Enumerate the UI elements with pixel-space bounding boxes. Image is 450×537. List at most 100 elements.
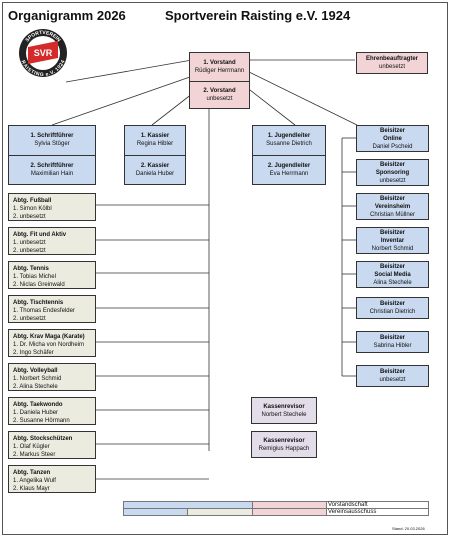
kassenrevisor-title: Kassenrevisor: [263, 403, 305, 410]
schrift-2-title: 2. Schriftführer: [30, 162, 74, 169]
beisitzer-title: Beisitzer: [379, 229, 405, 236]
schrift-1-name: Sylvia Stöger: [34, 141, 70, 148]
abtg-title: Abtg. Tischtennis: [13, 300, 64, 306]
kassier-box: 1. Kassier Regina Hibler 2. Kassier Dani…: [124, 125, 186, 185]
schrift-2-name: Maximilian Hain: [30, 170, 74, 177]
beisitzer-8: Beisitzer unbesetzt: [356, 365, 429, 387]
abtg-leader-1: 1. Dr. Micha von Nordheim: [13, 342, 85, 348]
jugend-1-name: Susanne Dietrich: [266, 141, 312, 148]
abtg-title: Abtg. Volleyball: [13, 368, 58, 374]
jugendleiter-1: 1. Jugendleiter Susanne Dietrich: [266, 126, 312, 155]
beisitzer-sub: Vereinsheim: [374, 203, 411, 210]
schriftfuehrer-2: 2. Schriftführer Maximilian Hain: [9, 154, 95, 184]
abtg-title: Abtg. Fit und Aktiv: [13, 232, 67, 238]
line-logo-vorstand: [65, 59, 193, 83]
abtg-leader-1: 1. Angelika Wulf: [13, 478, 56, 484]
beisitzer-name: Christian Müllner: [369, 211, 415, 218]
club-logo: SVR SPORTVEREIN RAISTING e.V. 1924: [19, 29, 67, 78]
beisitzer-name: Alina Stechele: [373, 279, 412, 286]
abtg-leader-1: 1. Daniela Huber: [13, 410, 59, 416]
beisitzer-sub: Inventar: [380, 237, 405, 244]
beisitzer-sub: Sponsoring: [375, 169, 410, 176]
abtg-leader-1: 1. Tobias Michel: [13, 274, 56, 280]
vorstand-1: 1. Vorstand Rüdiger Herrmann: [195, 53, 244, 81]
beisitzer-vereinsheim: Beisitzer Vereinsheim Christian Müllner: [356, 193, 429, 220]
beisitzer-name: Norbert Schmid: [371, 245, 414, 252]
logo-center-text: SVR: [34, 48, 53, 58]
abtg-title: Abtg. Fußball: [13, 198, 52, 204]
abteilung-stockschuetzen: Abtg. Stockschützen 1. Olaf Kügler 2. Ma…: [8, 431, 96, 459]
beisitzer-name: unbesetzt: [379, 377, 406, 383]
schrift-1-title: 1. Schriftführer: [30, 133, 74, 140]
jugendleiter-2: 2. Jugendleiter Eva Herrmann: [253, 154, 325, 184]
abtg-leader-2: 2. Susanne Hörmann: [13, 418, 70, 424]
beisitzer-7: Beisitzer Sabrina Hibler: [356, 331, 429, 353]
beisitzer-title: Beisitzer: [379, 127, 405, 134]
vorstand-box: 1. Vorstand Rüdiger Herrmann 2. Vorstand…: [189, 52, 250, 109]
beisitzer-title: Beisitzer: [379, 335, 405, 341]
abteilung-taekwondo: Abtg. Taekwondo 1. Daniela Huber 2. Susa…: [8, 397, 96, 425]
beisitzer-title: Beisitzer: [379, 301, 405, 307]
kassier-1-name: Regina Hibler: [136, 141, 174, 148]
kassier-1-title: 1. Kassier: [140, 133, 170, 140]
vorstand-1-name: Rüdiger Herrmann: [194, 67, 245, 74]
abteilung-tanzen: Abtg. Tanzen 1. Angelika Wulf 2. Klaus M…: [8, 465, 96, 493]
beisitzer-sub: Social Media: [374, 271, 411, 278]
beisitzer-title: Beisitzer: [379, 263, 405, 270]
beisitzer-6: Beisitzer Christian Dietrich: [356, 297, 429, 319]
legend-pink-swatch-2: [252, 508, 327, 516]
kassier-1: 1. Kassier Regina Hibler: [137, 126, 173, 155]
ehren-name: unbesetzt: [378, 64, 406, 70]
header-title: Organigramm 2026: [8, 8, 126, 23]
schriftfuehrer-box: 1. Schriftführer Sylvia Stöger 2. Schrif…: [8, 125, 96, 185]
abtg-leader-1: 1. unbesetzt: [13, 240, 46, 246]
jugend-1-title: 1. Jugendleiter: [267, 133, 311, 140]
abtg-title: Abtg. Tanzen: [13, 470, 51, 476]
kassier-2-name: Daniela Huber: [135, 170, 175, 177]
abteilung-tischtennis: Abtg. Tischtennis 1. Thomas Endesfelder …: [8, 295, 96, 323]
vorstand-1-title: 1. Vorstand: [203, 59, 236, 66]
beisitzer-title: Beisitzer: [379, 195, 405, 202]
abtg-leader-2: 2. Niclas Greinwald: [13, 282, 65, 288]
beisitzer-title: Beisitzer: [379, 161, 405, 168]
abtg-leader-1: 1. Simon Kölbl: [13, 206, 52, 212]
beisitzer-name: Sabrina Hibler: [373, 343, 412, 349]
abtg-leader-2: 2. Alina Stechele: [13, 384, 58, 390]
kassenrevisor-name: Norbert Stechele: [261, 411, 307, 418]
kassenrevisor-title: Kassenrevisor: [263, 437, 305, 444]
abtg-leader-2: 2. unbesetzt: [13, 248, 46, 254]
abtg-leader-2: 2. unbesetzt: [13, 316, 46, 322]
abteilung-tennis: Abtg. Tennis 1. Tobias Michel 2. Niclas …: [8, 261, 96, 289]
abtg-leader-1: 1. Thomas Endesfelder: [13, 308, 75, 314]
kassenrevisor-2: Kassenrevisor Remigius Happach: [251, 431, 317, 458]
legend-blue-swatch-2: [123, 508, 188, 516]
beisitzer-title: Beisitzer: [379, 369, 405, 375]
schriftfuehrer-1: 1. Schriftführer Sylvia Stöger: [30, 126, 73, 155]
beisitzer-name: Christian Dietrich: [369, 309, 416, 315]
vorstand-2: 2. Vorstand unbesetzt: [190, 80, 249, 108]
abtg-leader-2: 2. Ingo Schäfer: [13, 350, 54, 356]
kassier-2-title: 2. Kassier: [140, 162, 170, 169]
abtg-leader-2: 2. unbesetzt: [13, 214, 46, 220]
legend-beige-swatch: [187, 508, 253, 516]
ehrenbeauftragter-box: Ehrenbeauftragter unbesetzt: [356, 52, 428, 74]
beisitzer-name: Daniel Pscheid: [372, 143, 413, 150]
beisitzer-social-media: Beisitzer Social Media Alina Stechele: [356, 261, 429, 288]
beisitzer-name: unbesetzt: [379, 177, 406, 184]
jugend-2-name: Eva Herrmann: [269, 170, 309, 177]
abtg-leader-1: 1. Olaf Kügler: [13, 444, 50, 450]
ehren-title: Ehrenbeauftragter: [365, 56, 418, 62]
vorstand-2-title: 2. Vorstand: [203, 87, 236, 94]
beisitzer-inventar: Beisitzer Inventar Norbert Schmid: [356, 227, 429, 254]
legend-row2-label-cell: [326, 508, 429, 516]
abteilung-fit-und-aktiv: Abtg. Fit und Aktiv 1. unbesetzt 2. unbe…: [8, 227, 96, 255]
line-to-schrift: [51, 69, 211, 126]
kassier-2: 2. Kassier Daniela Huber: [125, 154, 185, 184]
jugend-2-title: 2. Jugendleiter: [267, 162, 311, 169]
line-to-beisitzer: [244, 69, 358, 126]
jugendleiter-box: 1. Jugendleiter Susanne Dietrich 2. Juge…: [252, 125, 326, 185]
abtg-title: Abtg. Krav Maga (Karate): [13, 334, 85, 340]
abtg-title: Abtg. Taekwondo: [13, 402, 63, 408]
abteilung-fussball: Abtg. Fußball 1. Simon Kölbl 2. unbesetz…: [8, 193, 96, 221]
